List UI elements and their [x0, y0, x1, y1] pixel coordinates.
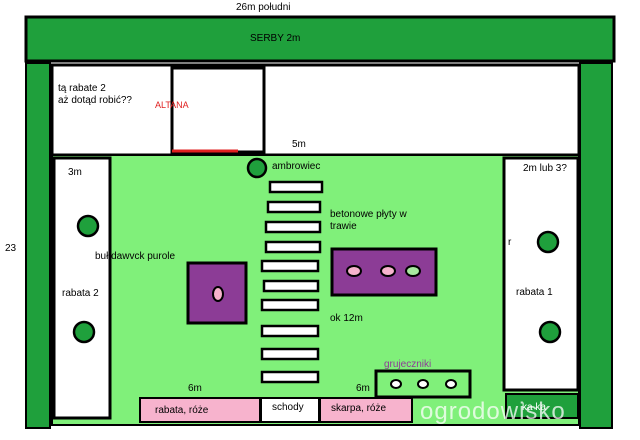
slabs-label-line1: betonowe płyty w	[330, 209, 407, 220]
hedge-left	[25, 62, 51, 429]
juniper-tree-icon	[246, 157, 268, 179]
gnome-icon	[390, 379, 402, 389]
stairs-label: schody	[272, 402, 304, 413]
slope-roses	[319, 397, 413, 423]
upper-area	[50, 63, 581, 157]
hedge-top-label: SERBY 2m	[250, 33, 301, 44]
shrub-icon	[346, 265, 362, 277]
corner-label: ka ka	[522, 402, 546, 413]
bed-roses-label: rabata, róże	[155, 405, 209, 416]
top-dimension-label: 26m południ	[236, 2, 291, 13]
watermark: ogrodowisko	[420, 398, 566, 425]
top-question-line2: aż dotąd robić??	[58, 95, 132, 106]
width-5m-label: 5m	[292, 139, 306, 150]
hedge-top	[24, 15, 616, 63]
stray-letter-label: r	[508, 237, 512, 248]
arbor-label: ALTANA	[155, 100, 189, 110]
tree-icon	[72, 320, 96, 344]
length-12m-label: ok 12m	[330, 313, 363, 324]
shrub-icon	[405, 265, 421, 277]
corner-box	[505, 393, 579, 419]
shrub-purple-label: buł dawvck purole	[95, 251, 176, 262]
tree-icon	[76, 214, 100, 238]
slope-roses-label: skarpa, róże	[331, 403, 387, 414]
gnome-icon	[417, 379, 429, 389]
width-6m-left-label: 6m	[188, 383, 202, 394]
bed-left	[52, 156, 112, 420]
width-2m-or-3-label: 2m lub 3?	[523, 163, 567, 174]
top-question-line1: tą rabate 2	[58, 83, 106, 94]
shrub-icon	[380, 265, 396, 277]
hedge-right	[579, 62, 613, 429]
bed-left-label: rabata 2	[62, 288, 99, 299]
concrete-slabs	[260, 180, 324, 384]
left-dimension-label: 23	[5, 243, 17, 254]
shrub-icon	[212, 286, 224, 302]
tree-icon	[536, 230, 560, 254]
juniper-label: ambrowiec	[272, 161, 321, 172]
tree-icon	[538, 320, 562, 344]
gnomes-label: grujeczniki	[384, 359, 432, 370]
width-3m-label: 3m	[68, 167, 82, 178]
bed-right-label: rabata 1	[516, 287, 553, 298]
gnome-icon	[445, 379, 457, 389]
slabs-label-line2: trawie	[330, 221, 357, 232]
width-6m-right-label: 6m	[356, 383, 370, 394]
bed-right	[502, 156, 580, 392]
